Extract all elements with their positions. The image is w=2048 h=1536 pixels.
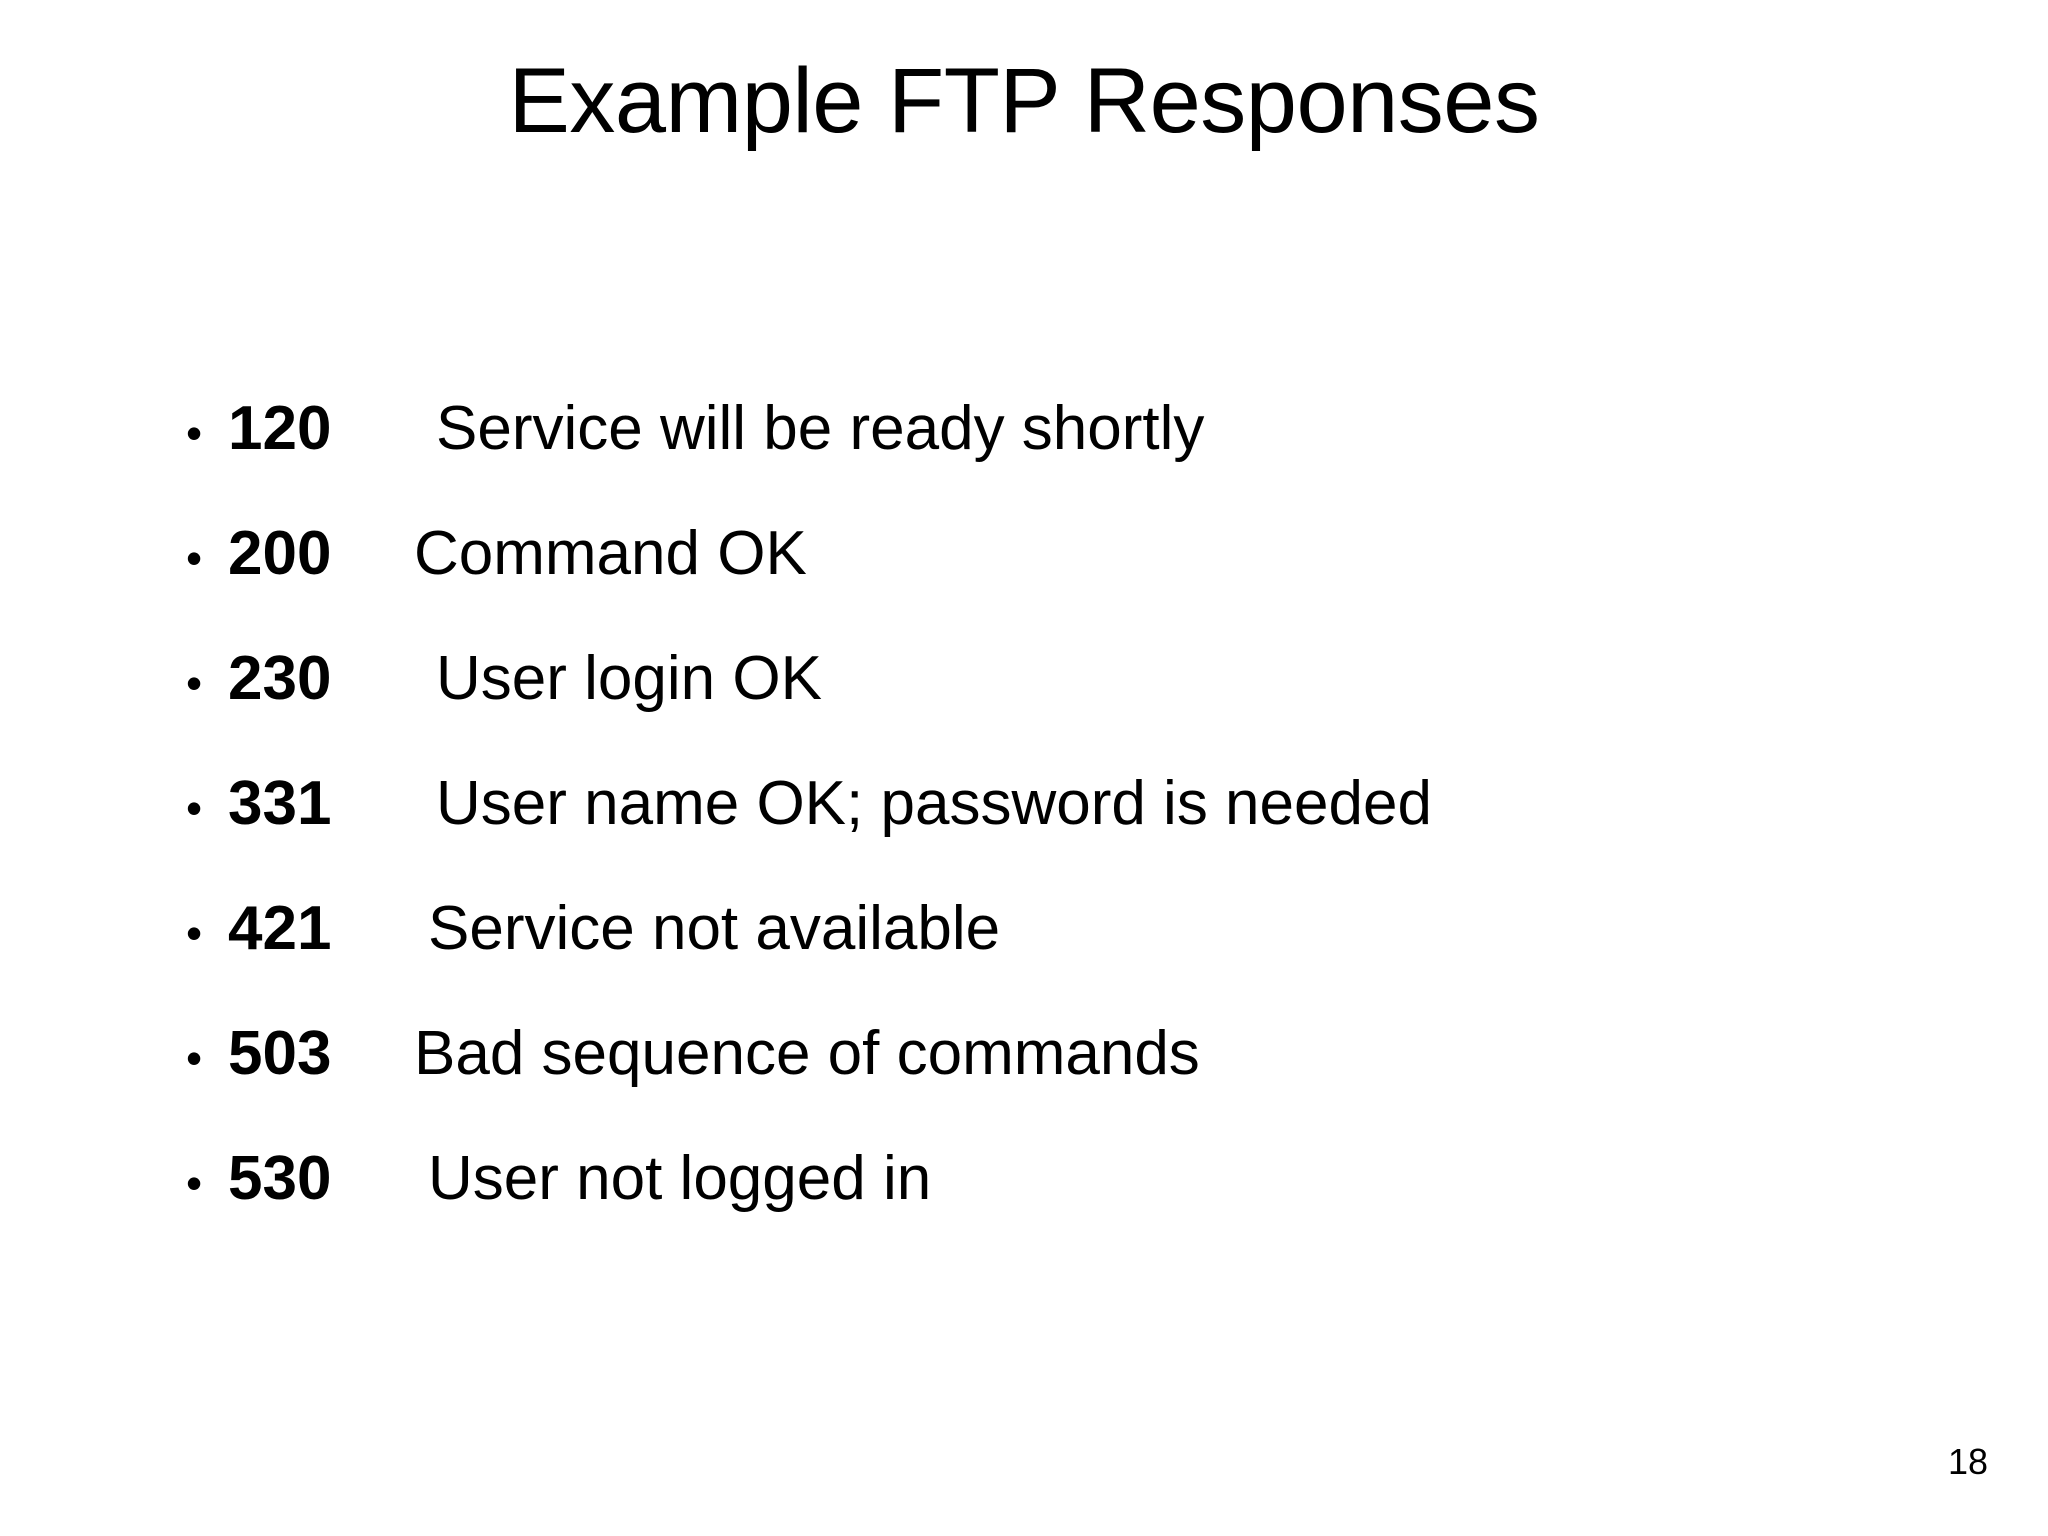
response-code: 200 [228, 519, 332, 588]
bullet-icon: • [186, 657, 203, 709]
bullet-icon: • [186, 782, 203, 834]
page-number: 18 [1947, 1441, 1988, 1482]
response-code: 530 [228, 1144, 332, 1213]
response-code: 120 [228, 394, 332, 463]
response-code: 331 [228, 769, 332, 838]
bullet-icon: • [186, 532, 203, 584]
response-description: Command OK [414, 519, 807, 588]
list-item: • 120 Service will be ready shortly [186, 366, 1886, 491]
bullet-icon: • [186, 1032, 203, 1084]
bullet-icon: • [186, 407, 203, 459]
bullet-icon: • [186, 907, 203, 959]
response-code: 230 [228, 644, 332, 713]
response-code: 503 [228, 1019, 332, 1088]
page-title: Example FTP Responses [508, 50, 1540, 152]
list-item: • 331 User name OK; password is needed [186, 741, 1886, 866]
bullet-icon: • [186, 1157, 203, 1209]
list-item: • 230 User login OK [186, 616, 1886, 741]
response-description: Service will be ready shortly [436, 394, 1205, 463]
response-code: 421 [228, 894, 332, 963]
response-description: User not logged in [428, 1144, 932, 1213]
response-description: User name OK; password is needed [436, 769, 1432, 838]
list-item: • 503 Bad sequence of commands [186, 991, 1886, 1116]
response-description: Service not available [428, 894, 1001, 963]
list-item: • 200 Command OK [186, 491, 1886, 616]
response-description: User login OK [436, 644, 822, 713]
list-item: • 530 User not logged in [186, 1116, 1886, 1241]
list-item: • 421 Service not available [186, 866, 1886, 991]
ftp-response-list: • 120 Service will be ready shortly • 20… [186, 366, 1886, 1241]
response-description: Bad sequence of commands [414, 1019, 1200, 1088]
